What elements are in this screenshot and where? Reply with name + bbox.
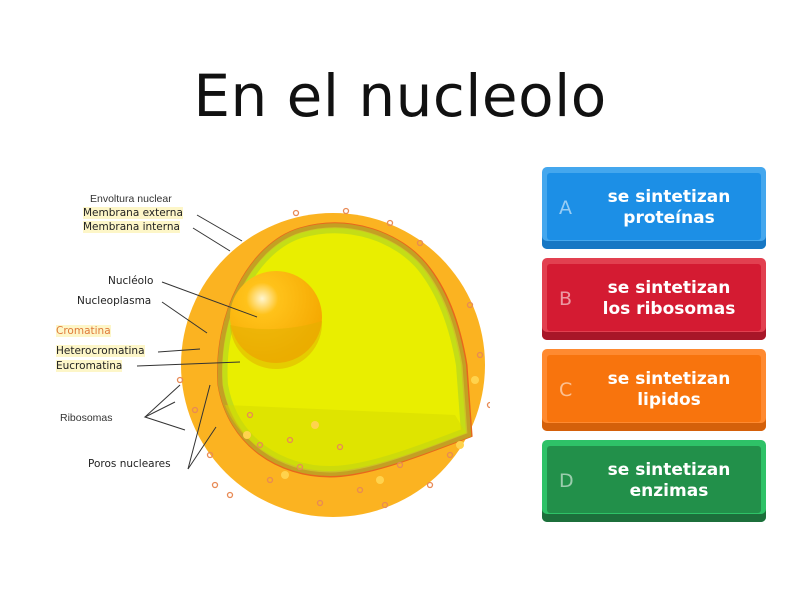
answer-letter: C	[559, 379, 573, 401]
answer-letter: A	[559, 197, 572, 219]
answer-option-d[interactable]: D se sintetizan enzimas	[542, 440, 766, 522]
label-ribosomas: Ribosomas	[60, 412, 113, 424]
nucleus-illustration	[136, 207, 490, 517]
answer-text: se sintetizan enzimas	[607, 460, 731, 501]
label-nucleolo: Nucléolo	[108, 275, 154, 287]
answer-option-c[interactable]: C se sintetizan lipidos	[542, 349, 766, 431]
label-membrana-interna: Membrana interna	[83, 221, 180, 233]
label-envoltura-nuclear: Envoltura nuclear	[90, 193, 172, 205]
question-title: En el nucleolo	[193, 62, 607, 130]
answer-letter: D	[559, 470, 574, 492]
label-heterocromatina: Heterocromatina	[56, 345, 145, 357]
label-poros-nucleares: Poros nucleares	[88, 458, 171, 470]
answer-option-a[interactable]: A se sintetizan proteínas	[542, 167, 766, 249]
answer-text: se sintetizan proteínas	[607, 187, 731, 228]
answer-text: se sintetizan lipidos	[607, 369, 731, 410]
label-cromatina: Cromatina	[56, 325, 111, 337]
nucleus-diagram: Envoltura nuclear Membrana externa Membr…	[50, 185, 490, 520]
answer-option-b[interactable]: B se sintetizan los ribosomas	[542, 258, 766, 340]
answer-text: se sintetizan los ribosomas	[602, 278, 736, 319]
label-nucleoplasma: Nucleoplasma	[77, 295, 152, 307]
answer-options: A se sintetizan proteínas B se sintetiza…	[542, 167, 766, 531]
label-eucromatina: Eucromatina	[56, 360, 123, 372]
label-membrana-externa: Membrana externa	[83, 207, 183, 219]
answer-letter: B	[559, 288, 573, 310]
